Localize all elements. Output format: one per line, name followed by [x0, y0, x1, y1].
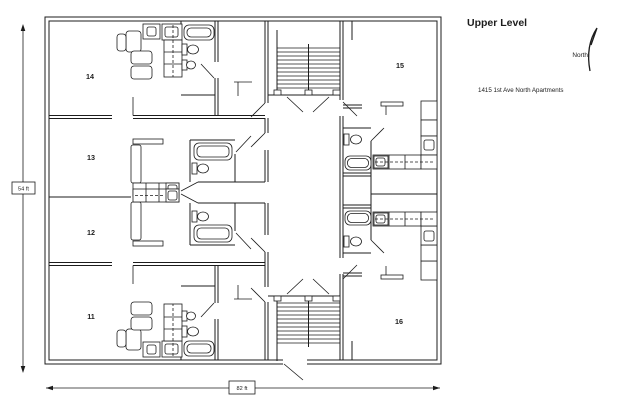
toilet: [343, 133, 350, 146]
unit-label-12: 12: [87, 228, 95, 237]
bathtub: [344, 155, 372, 171]
toilet: [181, 43, 188, 56]
north-label: North: [572, 52, 588, 59]
bathtub: [193, 142, 233, 161]
hallway-walls: [49, 181, 265, 204]
dim-height-label: 54 ft: [18, 187, 29, 193]
unit-label-14: 14: [86, 72, 94, 81]
dim-width-label: 82 ft: [237, 386, 248, 392]
address-label: 1415 1st Ave North Apartments: [478, 87, 564, 94]
stairs-upper: [268, 30, 341, 113]
north-compass: North: [572, 27, 598, 72]
unit-12-interior: [130, 188, 252, 250]
dimension-vertical: 54 ft: [11, 24, 36, 373]
toilet: [191, 162, 198, 175]
unit-label-13: 13: [87, 153, 95, 162]
north-arrow-icon: [588, 27, 598, 72]
entry-door: [283, 356, 307, 381]
unit-11-interior: [48, 262, 266, 361]
corridor-walls: [264, 21, 344, 360]
dimension-horizontal: 82 ft: [46, 380, 440, 395]
unit-label-15: 15: [396, 61, 404, 70]
unit-15-interior: [343, 21, 438, 194]
unit-labels: 14 13 12 11 15 16: [86, 61, 404, 326]
unit-13-interior: [130, 135, 252, 197]
stairs-lower: [267, 278, 341, 362]
door-leaves: [250, 101, 358, 303]
outer-walls: [44, 16, 442, 365]
unit-14-interior: [49, 21, 265, 119]
unit-label-11: 11: [87, 312, 95, 321]
unit-label-16: 16: [395, 317, 403, 326]
page-title: Upper Level: [467, 17, 527, 29]
bathtub: [183, 24, 215, 41]
unit-16-interior: [342, 186, 438, 361]
